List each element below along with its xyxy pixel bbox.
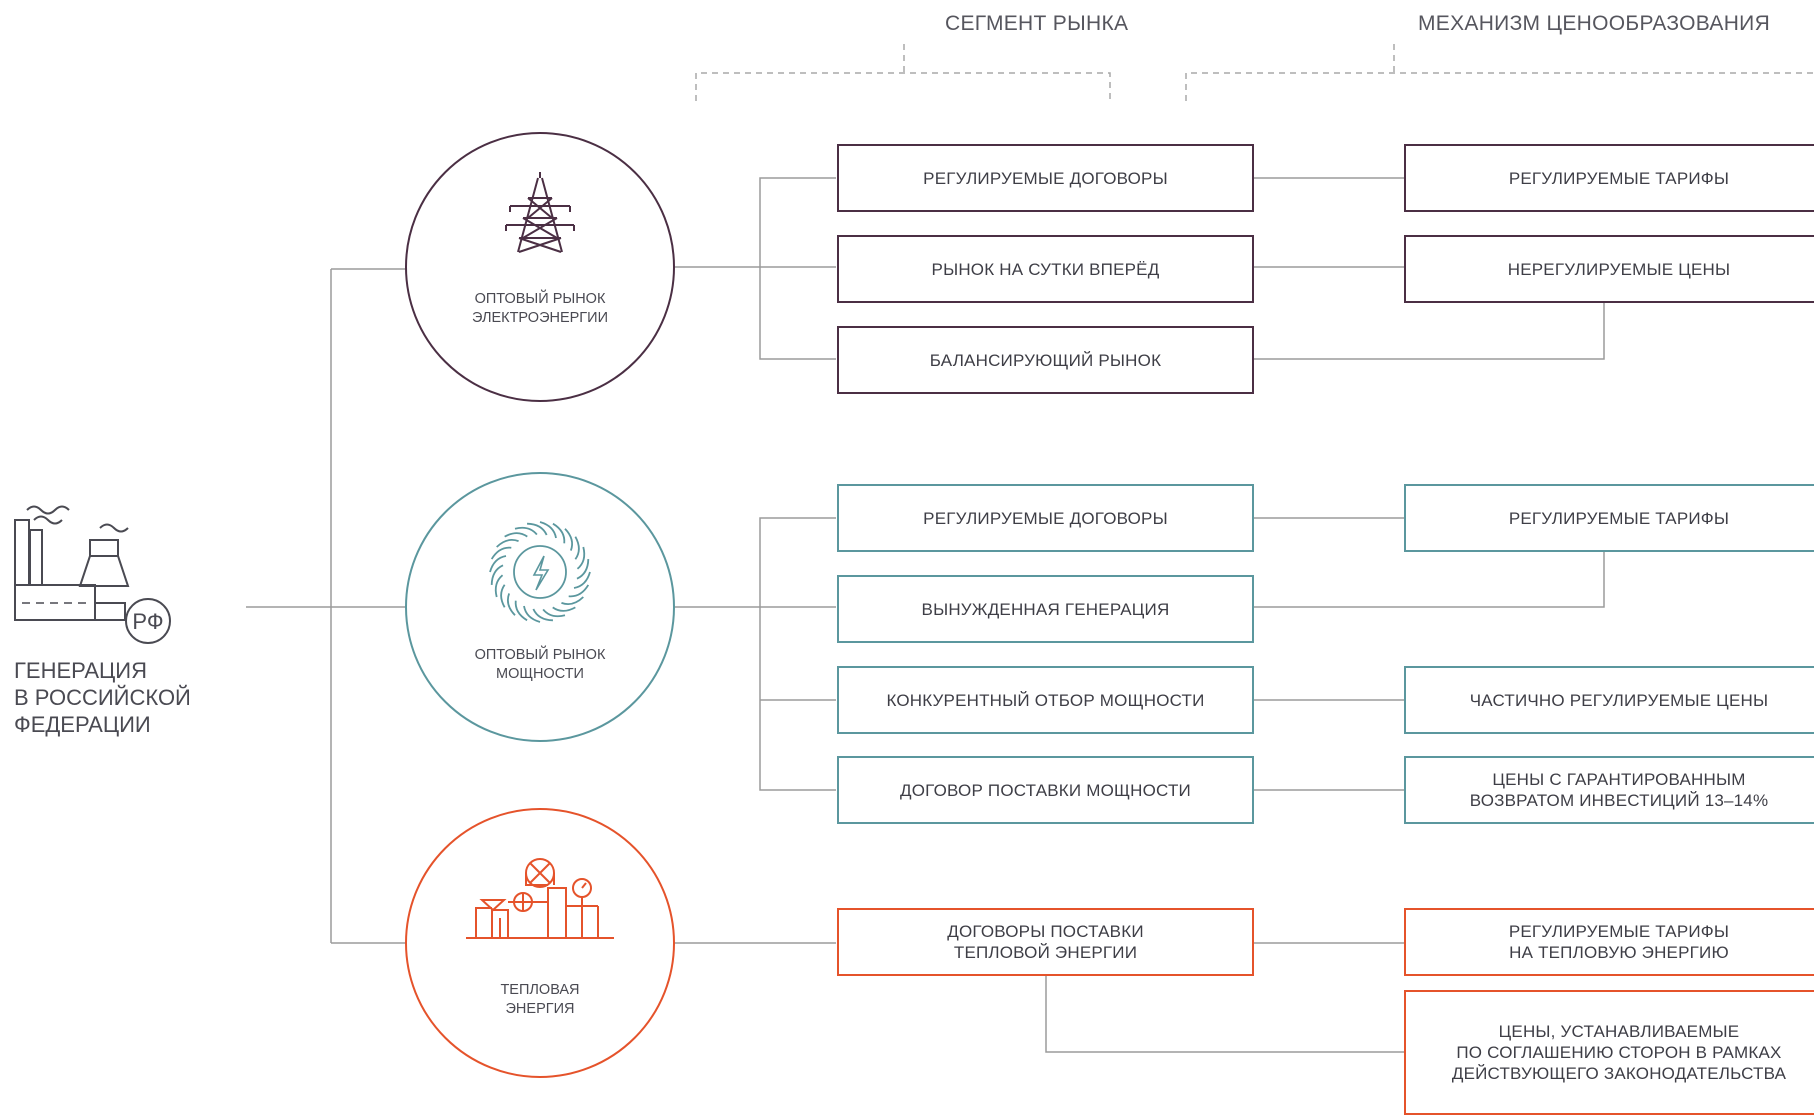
- segment-bracket: [695, 44, 1111, 101]
- heat-station-icon: [466, 858, 614, 939]
- trunk-connector: [330, 268, 406, 944]
- segment-regulated-contracts-electricity: РЕГУЛИРУЕМЫЕ ДОГОВОРЫ: [837, 144, 1254, 212]
- pricing1-connectors: [1253, 177, 1605, 360]
- pricing3-connectors: [1045, 942, 1405, 1053]
- segment-capacity-supply-agreement: ДОГОВОР ПОСТАВКИ МОЩНОСТИ: [837, 756, 1254, 824]
- segment-forced-generation: ВЫНУЖДЕННАЯ ГЕНЕРАЦИЯ: [837, 575, 1254, 643]
- market-circle-capacity: [405, 472, 675, 742]
- market2-connector: [674, 517, 836, 791]
- segment-balancing-market: БАЛАНСИРУЮЩИЙ РЫНОК: [837, 326, 1254, 394]
- market-label-capacity: ОПТОВЫЙ РЫНОК МОЩНОСТИ: [474, 647, 606, 682]
- pricing-unregulated-prices: НЕРЕГУЛИРУЕМЫЕ ЦЕНЫ: [1404, 235, 1814, 303]
- segment-competitive-capacity-selection: КОНКУРЕНТНЫЙ ОТБОР МОЩНОСТИ: [837, 666, 1254, 734]
- market-label-heat: ТЕПЛОВАЯ ЭНЕРГИЯ: [500, 982, 580, 1017]
- pricing-regulated-tariffs-capacity: РЕГУЛИРУЕМЫЕ ТАРИФЫ: [1404, 484, 1814, 552]
- transmission-tower-icon: [505, 172, 575, 253]
- market-label-electricity: ОПТОВЫЙ РЫНОК ЭЛЕКТРОЭНЕРГИИ: [472, 291, 608, 326]
- column-brackets: [695, 44, 1814, 101]
- pricing-partially-regulated-prices: ЧАСТИЧНО РЕГУЛИРУЕМЫЕ ЦЕНЫ: [1404, 666, 1814, 734]
- market-circle-electricity: [405, 132, 675, 402]
- pricing-agreed-prices: ЦЕНЫ, УСТАНАВЛИВАЕМЫЕ ПО СОГЛАШЕНИЮ СТОР…: [1404, 990, 1814, 1115]
- segment-column-header: СЕГМЕНТ РЫНКА: [945, 12, 1129, 35]
- pricing-regulated-heat-tariffs: РЕГУЛИРУЕМЫЕ ТАРИФЫ НА ТЕПЛОВУЮ ЭНЕРГИЮ: [1404, 908, 1814, 976]
- market-circle-heat: [405, 808, 675, 1078]
- power-plant-icon: [14, 505, 171, 644]
- rf-badge-text: РФ: [132, 609, 163, 634]
- generation-label: ГЕНЕРАЦИЯ В РОССИЙСКОЙ ФЕДЕРАЦИИ: [14, 658, 191, 737]
- segment-heat-supply-contracts: ДОГОВОРЫ ПОСТАВКИ ТЕПЛОВОЙ ЭНЕРГИИ: [837, 908, 1254, 976]
- pricing-regulated-tariffs-electricity: РЕГУЛИРУЕМЫЕ ТАРИФЫ: [1404, 144, 1814, 212]
- market1-connector: [674, 177, 836, 360]
- segment-regulated-contracts-capacity: РЕГУЛИРУЕМЫЕ ДОГОВОРЫ: [837, 484, 1254, 552]
- pricing-column-header: МЕХАНИЗМ ЦЕНООБРАЗОВАНИЯ: [1418, 12, 1771, 35]
- pricing-bracket: [1185, 44, 1814, 101]
- segment-day-ahead-market: РЫНОК НА СУТКИ ВПЕРЁД: [837, 235, 1254, 303]
- turbine-icon: [489, 521, 591, 623]
- tree-lines: [246, 177, 1605, 1053]
- pricing-guaranteed-return-prices: ЦЕНЫ С ГАРАНТИРОВАННЫМ ВОЗВРАТОМ ИНВЕСТИ…: [1404, 756, 1814, 824]
- pricing2-connectors: [1253, 517, 1605, 791]
